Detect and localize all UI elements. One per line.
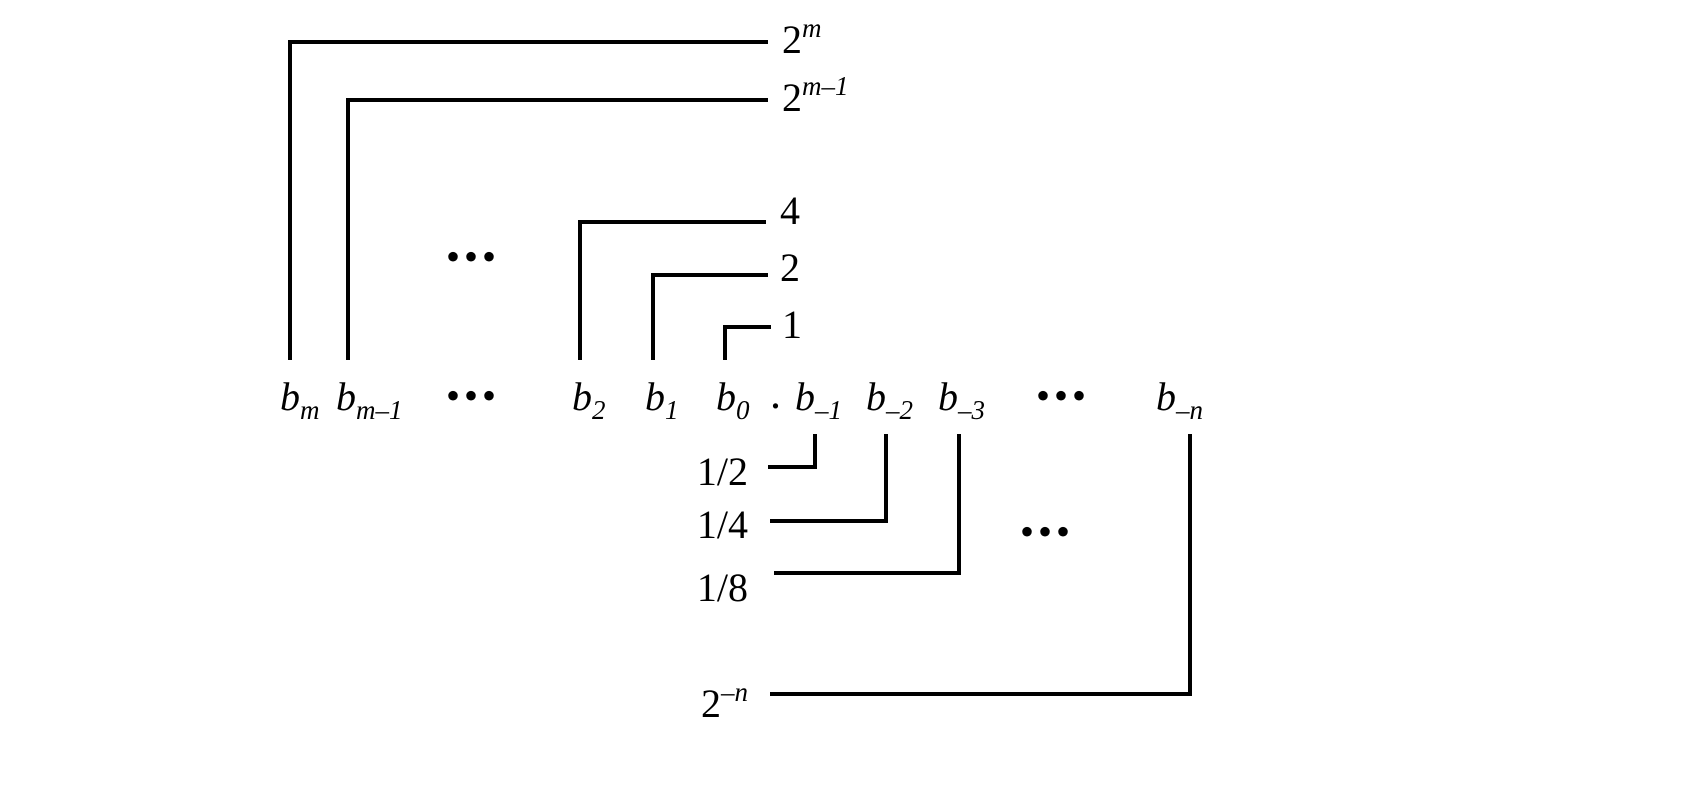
- connector-b-1: [768, 434, 817, 469]
- connector-bm-1: [346, 98, 768, 360]
- connector-b0: [723, 325, 771, 360]
- weight-label-4: 4: [780, 188, 800, 233]
- bit-label-b2: b2: [572, 374, 606, 425]
- bit-label-b-2: b–2: [866, 374, 913, 425]
- bit-label-b-n: b–n: [1156, 374, 1203, 425]
- binary-point: .: [770, 369, 781, 418]
- ellipsis-bits-fraction: •••: [1036, 373, 1091, 418]
- connector-b-3: [774, 434, 961, 575]
- weight-label-1: 1: [782, 302, 802, 347]
- connector-b2: [578, 220, 766, 360]
- connector-bm: [288, 40, 768, 360]
- bit-label-b1: b1: [645, 374, 679, 425]
- ellipsis-weights-fraction: •••: [1020, 509, 1075, 554]
- bit-label-b-1: b–1: [795, 374, 842, 425]
- ellipsis-weights-integer: •••: [446, 234, 501, 279]
- connector-b-n: [770, 434, 1192, 696]
- connector-b1: [651, 273, 768, 360]
- bit-label-bm-1: bm–1: [336, 374, 403, 425]
- connector-b-2: [770, 434, 888, 523]
- weight-label-1-8: 1/8: [696, 565, 748, 610]
- weight-label-1-4: 1/4: [696, 502, 748, 547]
- weight-label-2-n: 2–n: [701, 677, 748, 726]
- weight-label-1-2: 1/2: [696, 449, 748, 494]
- bit-label-bm: bm: [280, 374, 320, 425]
- weight-label-2m-1: 2m–1: [782, 71, 849, 120]
- weight-label-2: 2: [780, 245, 800, 290]
- ellipsis-bits-integer: •••: [446, 373, 501, 418]
- bit-label-b0: b0: [716, 374, 750, 425]
- weight-label-2m: 2m: [782, 13, 822, 62]
- bit-label-b-3: b–3: [938, 374, 985, 425]
